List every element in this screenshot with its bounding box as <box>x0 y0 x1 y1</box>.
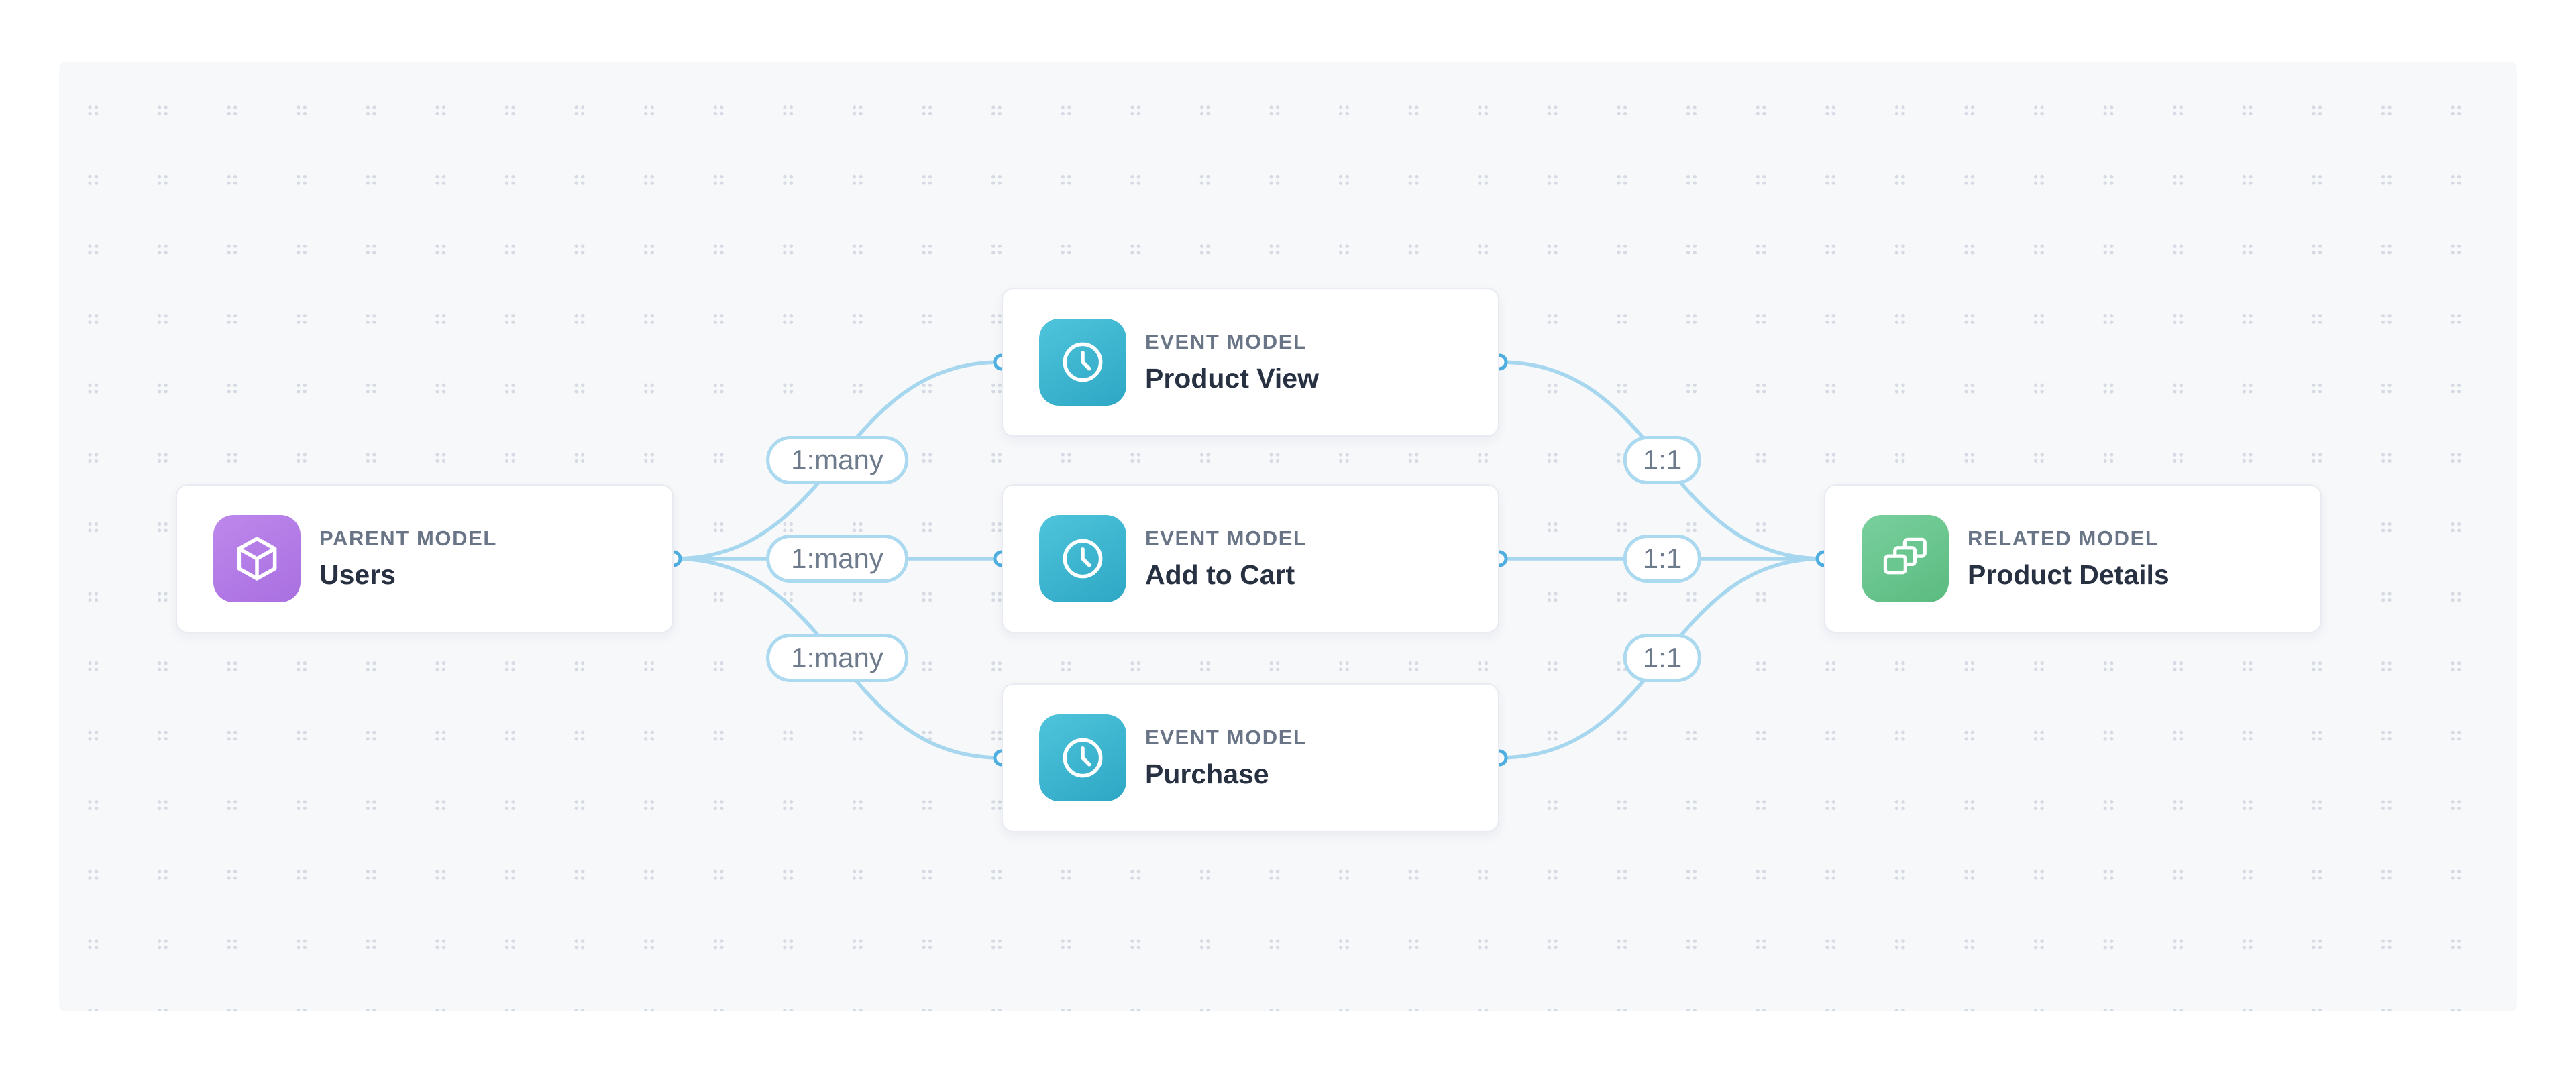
node-name: Product View <box>1145 363 1319 394</box>
node-name: Users <box>319 559 396 590</box>
node-related-model-product-details[interactable]: RELATED MODEL Product Details <box>1824 484 2322 633</box>
edge-label-11-add-to-cart[interactable]: 1:1 <box>1623 534 1702 583</box>
clock-icon <box>1039 319 1126 406</box>
layers-icon <box>1862 515 1949 602</box>
cube-icon <box>213 515 301 602</box>
node-type-label: EVENT MODEL <box>1145 330 1307 353</box>
edge-label-1many-add-to-cart[interactable]: 1:many <box>766 534 908 583</box>
node-type-label: PARENT MODEL <box>319 526 497 550</box>
node-event-model-purchase[interactable]: EVENT MODEL Purchase <box>1002 683 1499 832</box>
node-type-label: EVENT MODEL <box>1145 726 1307 749</box>
node-name: Product Details <box>1968 559 2169 590</box>
node-name: Purchase <box>1145 758 1269 789</box>
node-type-label: EVENT MODEL <box>1145 526 1307 550</box>
clock-icon <box>1039 515 1126 602</box>
edge-label-1many-purchase[interactable]: 1:many <box>766 634 908 682</box>
node-parent-model-users[interactable]: PARENT MODEL Users <box>176 484 674 633</box>
edge-label-1many-product-view[interactable]: 1:many <box>766 436 908 484</box>
edge-label-11-purchase[interactable]: 1:1 <box>1623 634 1702 682</box>
node-name: Add to Cart <box>1145 559 1295 590</box>
clock-icon <box>1039 714 1126 801</box>
node-event-model-add-to-cart[interactable]: EVENT MODEL Add to Cart <box>1002 484 1499 633</box>
node-type-label: RELATED MODEL <box>1968 526 2159 550</box>
edge-label-11-product-view[interactable]: 1:1 <box>1623 436 1702 484</box>
node-event-model-product-view[interactable]: EVENT MODEL Product View <box>1002 288 1499 437</box>
